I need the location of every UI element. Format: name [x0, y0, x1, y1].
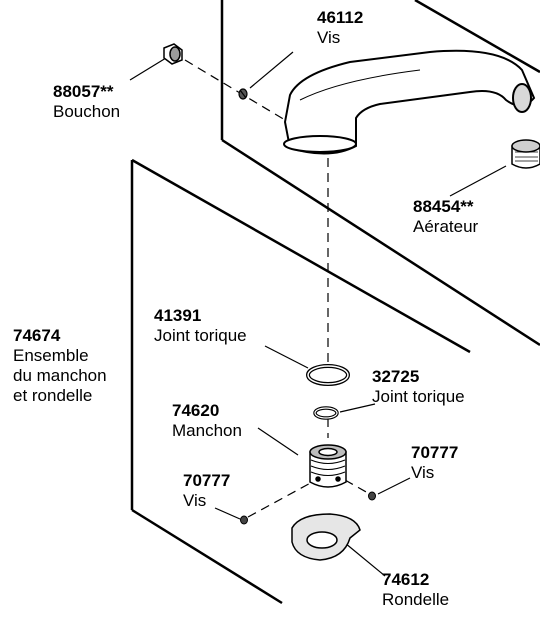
part-name: Bouchon	[53, 102, 121, 121]
part-number: 70777	[183, 471, 231, 490]
label-screw-right: 70777 Vis	[411, 443, 458, 483]
washer-part	[291, 513, 361, 561]
part-name: Manchon	[172, 421, 242, 440]
deck-plate-bottom	[130, 158, 471, 605]
part-number: 74612	[382, 570, 430, 589]
part-number: 46112	[317, 8, 364, 27]
screw-part-left	[240, 515, 248, 525]
label-plug: 88057** Bouchon	[53, 82, 120, 122]
part-number: 88454**	[413, 197, 474, 216]
sleeve-part	[309, 444, 347, 488]
label-sleeve: 74620 Manchon	[172, 401, 242, 441]
deck-plate-top	[220, 0, 540, 347]
part-name: Vis	[183, 491, 207, 510]
part-name: Joint torique	[372, 387, 465, 406]
part-name: Vis	[411, 463, 435, 482]
part-number: 41391	[154, 306, 202, 325]
part-name: Vis	[317, 28, 341, 47]
label-aerator: 88454** Aérateur	[413, 197, 478, 237]
aerator-part	[511, 139, 540, 169]
part-number: 74620	[172, 401, 220, 420]
part-name: Aérateur	[413, 217, 479, 236]
screw-part-top	[238, 88, 248, 100]
oring-small-part	[313, 406, 339, 420]
label-assembly: 74674 Ensemble du manchon et rondelle	[13, 326, 107, 406]
assembly-number: 74674	[13, 326, 61, 345]
oring-large-part	[306, 364, 350, 386]
label-washer: 74612 Rondelle	[382, 570, 449, 610]
part-name: Rondelle	[382, 590, 450, 609]
part-number: 88057**	[53, 82, 114, 101]
part-number: 32725	[372, 367, 420, 386]
faucet-spout	[283, 49, 536, 155]
plug-part	[163, 43, 183, 65]
assembly-name-line: du manchon	[13, 366, 107, 385]
screw-part-right	[368, 491, 376, 501]
label-oring-small: 32725 Joint torique	[372, 367, 465, 407]
part-number: 70777	[411, 443, 459, 462]
label-screw-top: 46112 Vis	[317, 8, 363, 48]
assembly-lines	[184, 59, 369, 518]
assembly-name-line: Ensemble	[13, 346, 89, 365]
label-oring-large: 41391 Joint torique	[154, 306, 247, 346]
label-screw-left: 70777 Vis	[183, 471, 230, 511]
part-name: Joint torique	[154, 326, 247, 345]
leader-lines	[129, 51, 507, 577]
assembly-name-line: et rondelle	[13, 386, 93, 405]
